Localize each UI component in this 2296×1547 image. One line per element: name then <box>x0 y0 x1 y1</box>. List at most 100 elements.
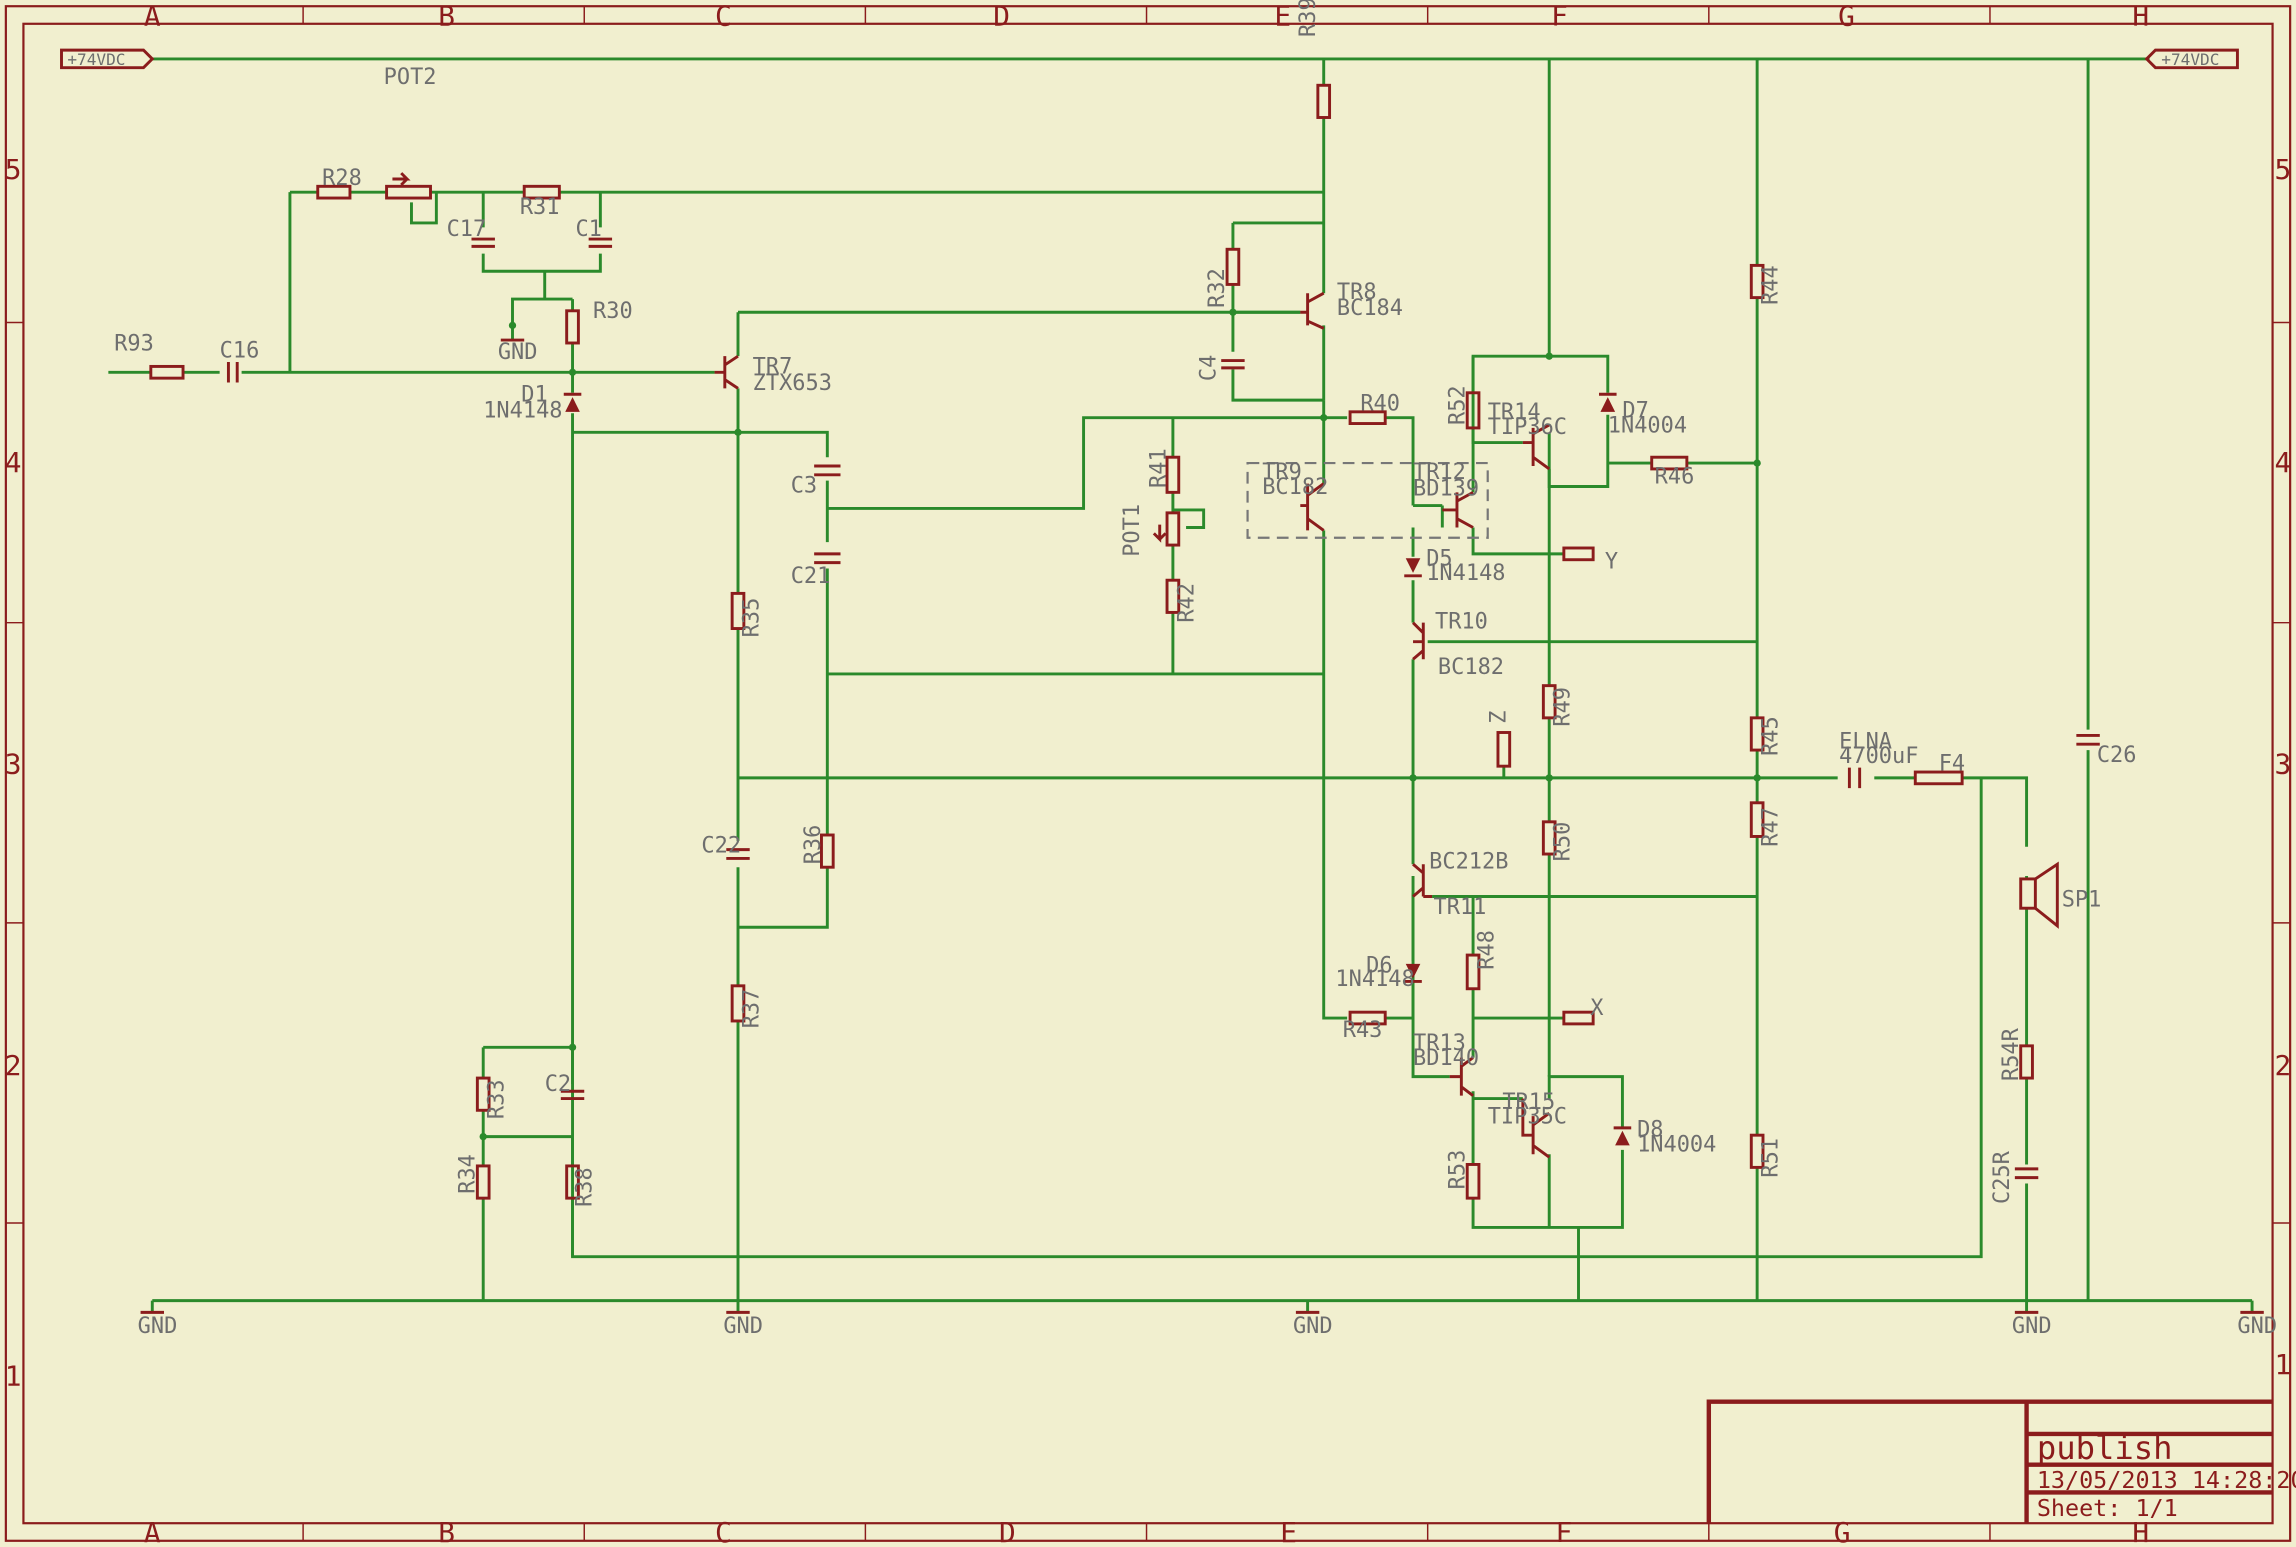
label-tr9-value: BC182 <box>1262 475 1328 500</box>
label-r42: R42 <box>1174 583 1199 623</box>
grid-col-b-bottom: B <box>438 1516 455 1547</box>
label-output-y: Y <box>1605 550 1618 575</box>
grid-col-e: E <box>1274 0 1291 32</box>
label-tr10: TR10 <box>1435 610 1488 635</box>
label-r41: R41 <box>1147 448 1172 488</box>
grid-col-f: F <box>1551 0 1568 32</box>
diodes <box>563 392 1632 1146</box>
label-c22: C22 <box>701 834 741 859</box>
label-r43: R43 <box>1343 1018 1383 1043</box>
label-tr8-value: BC184 <box>1337 296 1403 321</box>
title-block: publish 13/05/2013 14:28:20 Sheet: 1/1 <box>1706 1399 2296 1524</box>
grid-col-c-bottom: C <box>715 1516 732 1547</box>
label-d7: D7 <box>1622 399 1648 424</box>
label-r38: R38 <box>573 1167 598 1207</box>
label-pot2: POT2 <box>384 65 437 90</box>
label-r45: R45 <box>1759 716 1784 756</box>
label-c17: C17 <box>447 217 487 242</box>
grid-col-h: H <box>2132 0 2149 32</box>
label-elna-value: 4700uF <box>1839 744 1918 769</box>
grid-col-g-bottom: G <box>1834 1516 1851 1547</box>
label-tr14-value: TIP36C <box>1488 415 1567 440</box>
label-r46: R46 <box>1655 465 1695 490</box>
grid-row-1-right: 1 <box>2274 1348 2291 1381</box>
label-d8: D8 <box>1637 1118 1663 1143</box>
label-gnd-5: GND <box>2237 1314 2277 1339</box>
component-labels: POT2 R28 R31 C17 C1 R30 GND R93 C16 D1 1… <box>114 0 2277 1339</box>
supply-flag-left <box>60 48 155 70</box>
label-r39: R39 <box>1296 0 1321 37</box>
label-sp1: SP1 <box>2062 888 2102 913</box>
label-gnd-c17: GND <box>498 340 538 365</box>
label-d1: D1 <box>521 383 547 408</box>
label-r48: R48 <box>1475 930 1500 970</box>
label-d6-value: 1N4148 <box>1335 967 1414 992</box>
transistors <box>714 291 1551 1159</box>
grid-col-e-bottom: E <box>1280 1516 1297 1547</box>
label-r50: R50 <box>1551 822 1576 862</box>
grid-col-a-bottom: A <box>144 1516 161 1547</box>
label-c21: C21 <box>791 564 831 589</box>
label-r30: R30 <box>593 299 633 324</box>
grid-row-5-right: 5 <box>2274 153 2291 186</box>
label-r51: R51 <box>1759 1138 1784 1178</box>
label-r28: R28 <box>322 166 362 191</box>
label-d5: D5 <box>1426 547 1452 572</box>
label-c25r: C25R <box>1990 1150 2015 1204</box>
capacitors <box>226 237 2100 1180</box>
grid-row-2: 2 <box>5 1049 22 1082</box>
label-gnd-1: GND <box>138 1314 178 1339</box>
label-r52: R52 <box>1445 385 1470 425</box>
label-pot1: POT1 <box>1120 504 1145 557</box>
grid-col-d: D <box>993 0 1010 32</box>
supply-label-left: +74VDC <box>67 50 125 69</box>
label-r44: R44 <box>1759 265 1784 305</box>
label-tr15: TR15 <box>1502 1090 1555 1115</box>
sheet-frame <box>4 5 2292 1542</box>
grid-col-a: A <box>144 0 161 32</box>
label-c3: C3 <box>791 473 817 498</box>
label-c2: C2 <box>545 1072 571 1097</box>
label-tr13-value: BD140 <box>1413 1046 1479 1071</box>
grid-row-3: 3 <box>5 748 22 781</box>
label-r34: R34 <box>455 1154 480 1194</box>
label-r37: R37 <box>740 989 765 1029</box>
speaker-icon <box>2019 861 2059 929</box>
label-d8-value: 1N4004 <box>1637 1132 1716 1157</box>
label-tr13: TR13 <box>1413 1031 1466 1056</box>
label-tr8: TR8 <box>1337 280 1377 305</box>
title-block-date: 13/05/2013 14:28:20 <box>2037 1466 2296 1494</box>
title-block-sheet: Sheet: 1/1 <box>2037 1494 2178 1522</box>
label-output-x: X <box>1590 996 1604 1021</box>
label-gnd-3: GND <box>1293 1314 1333 1339</box>
sheet-inner-frame <box>22 22 2274 1525</box>
grid-row-5: 5 <box>5 153 22 186</box>
thermal-coupling-box <box>1246 461 1489 539</box>
label-tr14: TR14 <box>1488 400 1541 425</box>
label-r53: R53 <box>1445 1150 1470 1190</box>
grid-col-f-bottom: F <box>1555 1516 1572 1547</box>
label-tr7-value: ZTX653 <box>753 371 832 396</box>
label-r36: R36 <box>801 825 826 865</box>
label-r33: R33 <box>485 1079 510 1119</box>
grid-col-g: G <box>1838 0 1855 32</box>
supply-label-right: +74VDC <box>2161 50 2219 69</box>
label-r54r: R54R <box>1999 1027 2024 1081</box>
pot1-arrow-icon <box>1152 524 1167 543</box>
supply-flag-right <box>2144 48 2239 70</box>
resistors <box>149 83 2034 1200</box>
ground-symbols <box>140 338 2264 1314</box>
grid-col-h-bottom: H <box>2132 1516 2149 1547</box>
label-c4: C4 <box>1196 355 1221 381</box>
label-tr11-value: BC212B <box>1429 850 1508 875</box>
label-f4: F4 <box>1939 752 1965 777</box>
label-r49: R49 <box>1551 687 1576 727</box>
label-gnd-2: GND <box>723 1314 763 1339</box>
grid-col-b: B <box>438 0 455 32</box>
wires <box>108 57 2254 1313</box>
label-r47: R47 <box>1759 807 1784 847</box>
label-r32: R32 <box>1205 268 1230 308</box>
label-c26: C26 <box>2097 743 2137 768</box>
label-d5-value: 1N4148 <box>1426 561 1505 586</box>
